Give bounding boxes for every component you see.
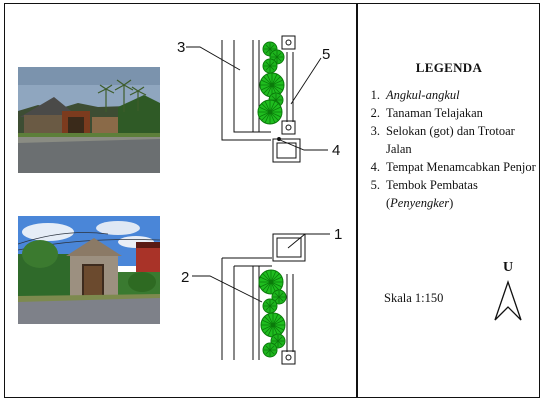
legend-item: 5. Tembok Pembatas (Penyengker) <box>370 178 478 210</box>
legend-item: 3. Selokan (got) dan Trotoar Jalan <box>370 124 515 156</box>
photo-street-palms <box>18 67 160 173</box>
callout-leaders <box>186 46 330 303</box>
callout-4: 4 <box>332 142 340 159</box>
callout-2: 2 <box>181 269 189 286</box>
photo-angkul-angkul-gate <box>18 216 160 324</box>
legend-title: LEGENDA <box>415 60 483 75</box>
legend-list: 1. Angkul-angkul 2. Tanaman Telajakan 3.… <box>360 86 538 212</box>
callout-1: 1 <box>334 226 342 243</box>
bottom-plan <box>221 233 306 365</box>
north-arrow: U <box>490 260 526 326</box>
legend-item: 4. Tempat Menamcabkan Penjor <box>370 160 536 174</box>
callout-5: 5 <box>322 46 330 63</box>
bottom-telajakan-plants <box>258 269 287 358</box>
top-plan <box>221 35 301 163</box>
legend: LEGENDA 1. Angkul-angkul 2. Tanaman Tela… <box>360 60 538 212</box>
north-label: U <box>502 260 514 275</box>
drawing-frame <box>4 3 540 398</box>
callout-3: 3 <box>177 39 185 56</box>
north-arrow-icon <box>494 280 522 321</box>
legend-item: 1. Angkul-angkul <box>370 88 460 102</box>
top-telajakan-plants <box>257 41 285 125</box>
scale-label: Skala 1:150 <box>384 291 444 305</box>
legend-item: 2. Tanaman Telajakan <box>370 106 483 120</box>
frame-divider <box>356 3 358 398</box>
